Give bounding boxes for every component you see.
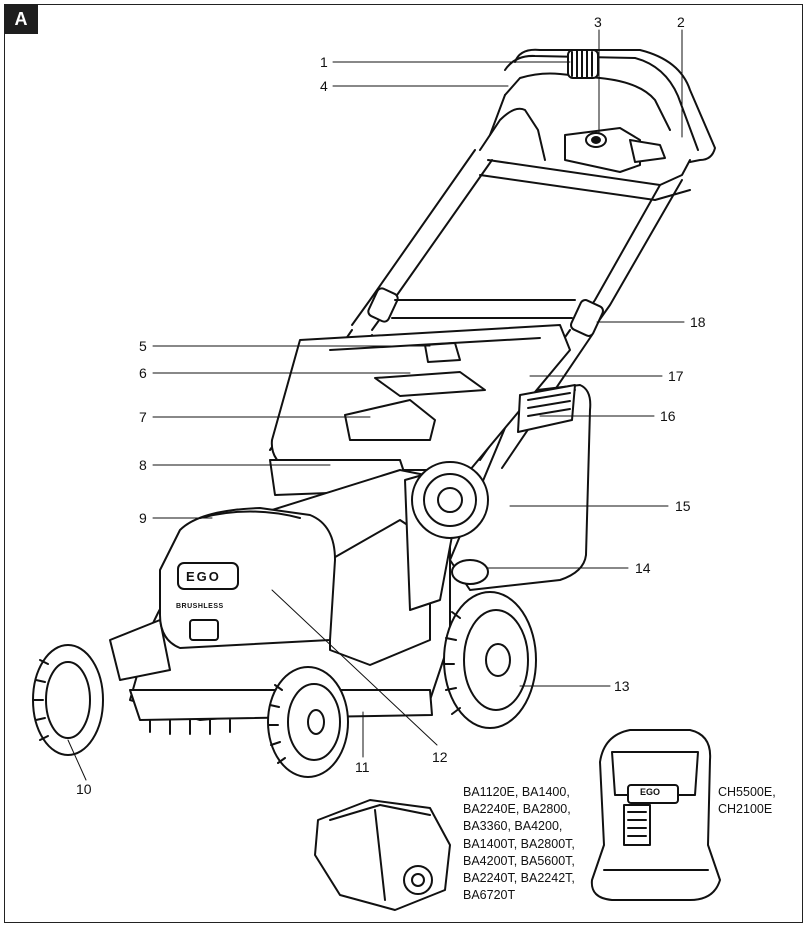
battery-model-line: BA2240T, BA2242T, (463, 871, 575, 886)
callout-5: 5 (139, 338, 147, 354)
figure-tag: A (4, 4, 38, 34)
callout-3: 3 (594, 14, 602, 30)
callout-7: 7 (139, 409, 147, 425)
callout-2: 2 (677, 14, 685, 30)
battery-model-line: BA1400T, BA2800T, (463, 836, 575, 851)
callout-10: 10 (76, 781, 92, 797)
callout-18: 18 (690, 314, 706, 330)
callout-1: 1 (320, 54, 328, 70)
callout-15: 15 (675, 498, 691, 514)
wheel-front-right (267, 666, 349, 778)
callout-17: 17 (668, 368, 684, 384)
battery-model-list: BA1120E, BA1400, BA2240E, BA2800, BA3360… (463, 784, 575, 904)
motor-housing (159, 507, 336, 649)
wheel-front-left (32, 644, 104, 756)
ego-logo-charger: EGO (640, 787, 661, 797)
battery-model-line: BA1120E, BA1400, (463, 785, 570, 799)
battery-model-line: BA6720T (463, 888, 516, 903)
charger-model-line: CH2100E (718, 802, 773, 817)
brushless-badge: BRUSHLESS (176, 603, 224, 610)
callout-11: 11 (355, 759, 370, 775)
callout-14: 14 (635, 560, 651, 576)
callout-16: 16 (660, 408, 676, 424)
battery-model-line: BA3360, BA4200, (463, 819, 563, 834)
callout-4: 4 (320, 78, 328, 94)
battery-model-line: BA4200T, BA5600T, (463, 853, 575, 868)
callout-8: 8 (139, 457, 147, 473)
figure-frame (4, 4, 803, 923)
charger (590, 729, 721, 901)
ego-logo-mower: EGO (186, 569, 221, 584)
callout-6: 6 (139, 365, 147, 381)
charger-model-line: CH5500E, (718, 785, 776, 799)
battery-model-line: BA2240E, BA2800, (463, 802, 571, 817)
battery-pack (314, 799, 451, 911)
height-adjust (411, 461, 489, 539)
wheel-rear-right (443, 591, 537, 729)
charger-model-list: CH5500E, CH2100E (718, 784, 776, 818)
callout-12: 12 (432, 749, 448, 765)
callout-13: 13 (614, 678, 630, 694)
mulch-plug (451, 559, 489, 585)
speed-dial (567, 49, 599, 79)
leader-lines (67, 29, 685, 781)
callout-9: 9 (139, 510, 147, 526)
